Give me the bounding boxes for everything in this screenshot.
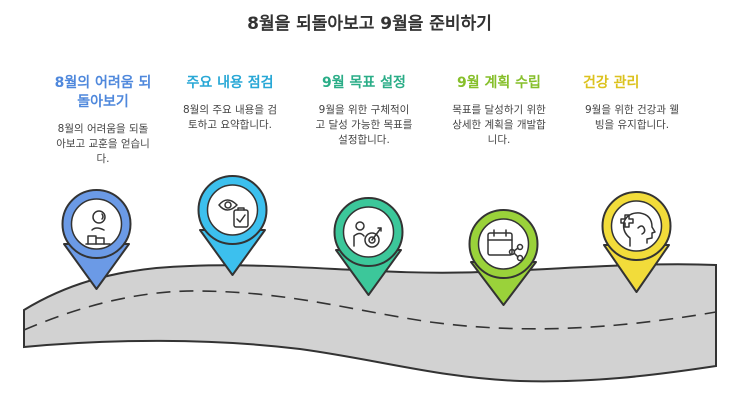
map-pin-4 [468, 209, 539, 306]
step-1-description: 8월의 어려움을 되돌 아보고 교훈을 얻습니 다. [42, 122, 164, 167]
step-1-heading-line-1: 8월의 어려움 되 [54, 75, 152, 91]
step-5: 건강 관리 9월을 위한 건강과 웰 빙을 유지합니다. [571, 74, 693, 133]
step-2-description: 8월의 주요 내용을 검 토하고 요약합니다. [169, 103, 291, 133]
step-1-desc-line-2: 아보고 교훈을 얻습니 [56, 138, 150, 150]
step-4-desc-line-3: 니다. [487, 134, 511, 146]
step-2-heading-line-1: 주요 내용 점검 [186, 75, 274, 91]
step-1-desc-line-3: 다. [96, 153, 110, 165]
step-3-desc-line-3: 설정합니다. [338, 134, 390, 146]
person-reflecting-icon [85, 210, 111, 245]
step-5-heading: 건강 관리 [571, 74, 693, 93]
target-person-icon [353, 221, 382, 248]
step-1-heading: 8월의 어려움 되 돌아보기 [42, 74, 164, 112]
step-5-heading-line-1: 건강 관리 [583, 75, 640, 91]
step-1-desc-line-1: 8월의 어려움을 되돌 [57, 123, 149, 135]
eye-checklist-icon [218, 199, 249, 228]
map-pin-2 [197, 175, 268, 276]
step-3-desc-line-1: 9월을 위한 구체적이 [318, 104, 410, 116]
map-pin-5 [601, 191, 672, 293]
road-surface [23, 263, 717, 383]
step-4-desc-line-2: 상세한 계획을 개발합 [452, 119, 546, 131]
step-1-heading-line-2: 돌아보기 [77, 94, 129, 110]
road-center-line [23, 290, 717, 331]
step-2-desc-line-1: 8월의 주요 내용을 검 [183, 104, 277, 116]
step-3: 9월 목표 설정 9월을 위한 구체적이 고 달성 가능한 목표를 설정합니다. [303, 74, 425, 148]
step-4-heading-line-1: 9월 계획 수립 [457, 75, 541, 91]
step-4-heading: 9월 계획 수립 [438, 74, 560, 93]
step-4-description: 목표를 달성하기 위한 상세한 계획을 개발합 니다. [438, 103, 560, 148]
page-title: 8월을 되돌아보고 9월을 준비하기 [247, 14, 492, 34]
step-5-desc-line-2: 빙을 유지합니다. [594, 119, 670, 131]
step-5-description: 9월을 위한 건강과 웰 빙을 유지합니다. [571, 103, 693, 133]
step-2-desc-line-2: 토하고 요약합니다. [188, 119, 272, 131]
map-pin-3 [333, 197, 404, 296]
step-3-desc-line-2: 고 달성 가능한 목표를 [315, 119, 413, 131]
map-pin-1 [61, 189, 132, 290]
step-3-heading-line-1: 9월 목표 설정 [322, 75, 406, 91]
calendar-share-icon [487, 229, 524, 262]
step-3-heading: 9월 목표 설정 [303, 74, 425, 93]
head-health-icon [620, 212, 656, 247]
step-2: 주요 내용 점검 8월의 주요 내용을 검 토하고 요약합니다. [169, 74, 291, 133]
step-4-desc-line-1: 목표를 달성하기 위한 [452, 104, 546, 116]
step-1: 8월의 어려움 되 돌아보기 8월의 어려움을 되돌 아보고 교훈을 얻습니 다… [42, 74, 164, 167]
step-2-heading: 주요 내용 점검 [169, 74, 291, 93]
step-3-description: 9월을 위한 구체적이 고 달성 가능한 목표를 설정합니다. [303, 103, 425, 148]
step-4: 9월 계획 수립 목표를 달성하기 위한 상세한 계획을 개발합 니다. [438, 74, 560, 148]
step-5-desc-line-1: 9월을 위한 건강과 웰 [585, 104, 679, 116]
